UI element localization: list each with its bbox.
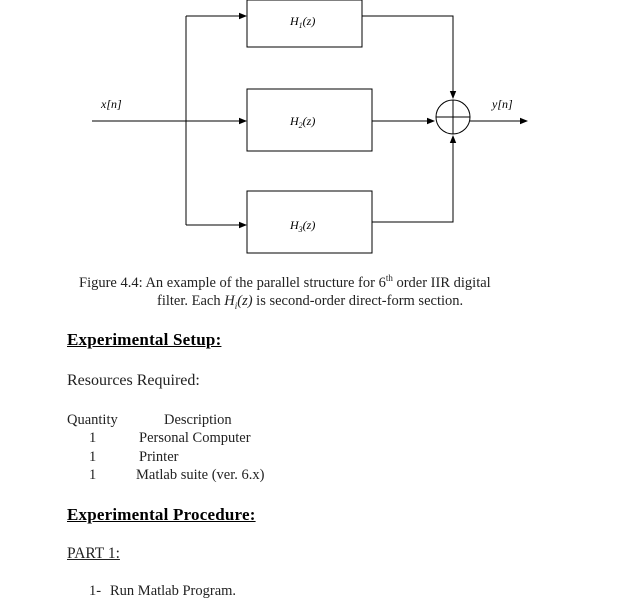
input-label: x[n] bbox=[100, 97, 122, 111]
experimental-setup-heading: Experimental Setup: bbox=[67, 330, 222, 349]
experimental-procedure-heading: Experimental Procedure: bbox=[67, 505, 256, 524]
figure-caption-line-1: Figure 4.4: An example of the parallel s… bbox=[79, 273, 491, 291]
part-1-label: PART 1: bbox=[67, 545, 120, 562]
resource-desc: Matlab suite (ver. 6.x) bbox=[136, 467, 265, 483]
block-h1 bbox=[246, 0, 363, 48]
resource-qty: 1 bbox=[89, 467, 97, 483]
procedure-step-number: 1- bbox=[89, 583, 102, 599]
figure-caption-line-2: filter. Each Hi(z) is second-order direc… bbox=[157, 293, 464, 311]
block-h3-label: H3(z) bbox=[289, 218, 315, 234]
resource-qty: 1 bbox=[89, 430, 97, 446]
branch-output-1 bbox=[362, 15, 457, 99]
block-h2-label: H2(z) bbox=[289, 114, 315, 130]
resources-required-label: Resources Required: bbox=[67, 372, 200, 389]
block-h1-label: H1(z) bbox=[289, 14, 315, 30]
block-h2 bbox=[246, 88, 373, 152]
procedure-step-text: Run Matlab Program. bbox=[110, 583, 237, 599]
resource-desc: Printer bbox=[139, 449, 179, 465]
output-label: y[n] bbox=[491, 97, 513, 111]
parallel-structure-diagram: x[n] y[n] H1(z) H2(z) H3(z) bbox=[92, 0, 528, 254]
resource-desc: Personal Computer bbox=[139, 430, 251, 446]
description-column-header: Description bbox=[164, 412, 232, 428]
quantity-column-header: Quantity bbox=[67, 412, 118, 428]
branch-output-3 bbox=[372, 135, 457, 223]
resource-qty: 1 bbox=[89, 449, 97, 465]
